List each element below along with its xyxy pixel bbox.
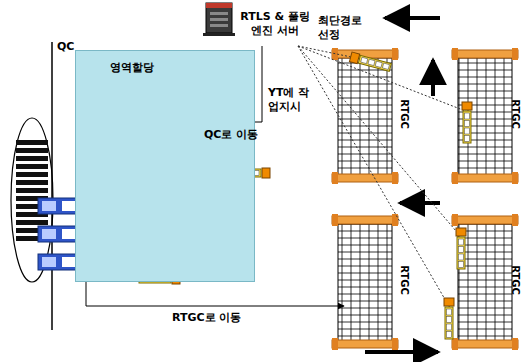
node-text: RTLS & 풀링엔진 서버: [236, 10, 314, 38]
area-box: 영역할당: [75, 50, 255, 282]
rtgc-blocks: [332, 48, 518, 350]
dispatch-lines: [298, 46, 468, 308]
server-label: RTLS & 풀링엔진 서버: [236, 10, 314, 44]
rtgc-label: RTGC: [509, 99, 522, 129]
rtgc-label: RTGC: [398, 99, 411, 129]
rtgc-label: RTGC: [398, 265, 411, 295]
move-label: QC로 이동: [204, 128, 264, 142]
crane-label: QC: [57, 40, 87, 54]
move-label: RTGC로 이동: [172, 311, 252, 325]
server-icon: [203, 3, 235, 36]
quay-line: [51, 42, 53, 330]
order-note: YT에 작업지시: [268, 86, 320, 114]
node-text: 영역할당: [110, 61, 246, 75]
route-note: 최단경로 선정: [318, 14, 362, 42]
rtgc-label: RTGC: [509, 265, 522, 295]
